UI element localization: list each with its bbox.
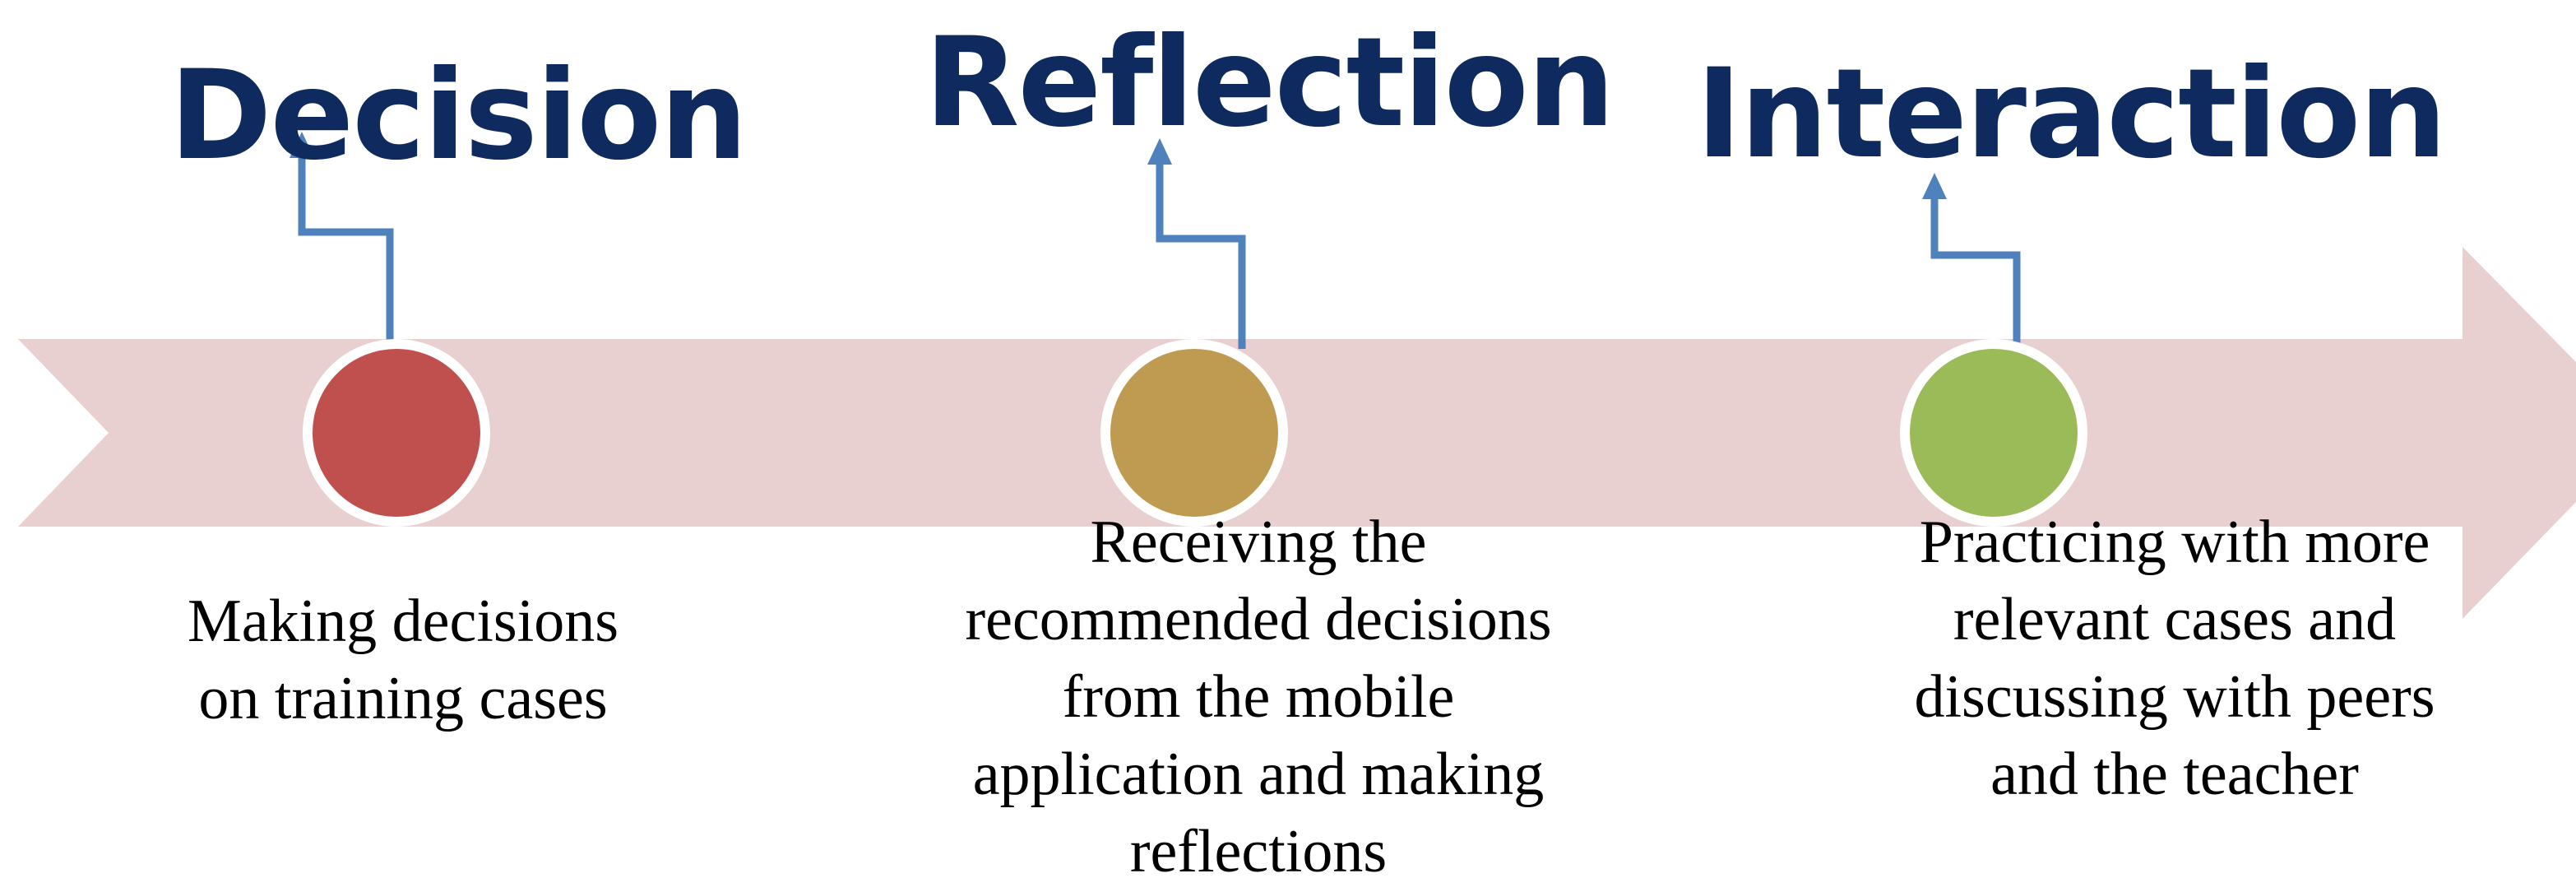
- stage-description-decision: Making decisions on training cases: [187, 588, 619, 732]
- stage-description-interaction: Practicing with more relevant cases and …: [1914, 509, 2435, 808]
- timeline-arrow: [18, 247, 2576, 619]
- stage-title-interaction: Interaction: [1696, 43, 2447, 186]
- stage-circle-reflection: [1100, 339, 1288, 527]
- stage-circle-decision: [303, 339, 490, 527]
- stage-circle-interaction: [1900, 339, 2087, 527]
- stage-title-reflection: Reflection: [924, 12, 1615, 155]
- connector-arrow-interaction: [1922, 173, 2021, 349]
- connector-arrow-decision: [290, 132, 394, 344]
- connector-arrow-reflection: [1147, 138, 1246, 349]
- stage-title-decision: Decision: [169, 44, 748, 188]
- stage-description-reflection: Receiving the recommended decisions from…: [965, 509, 1552, 885]
